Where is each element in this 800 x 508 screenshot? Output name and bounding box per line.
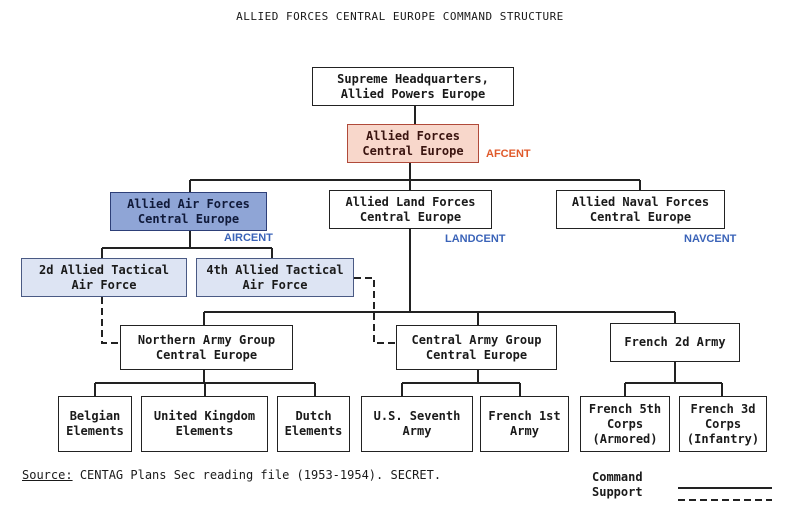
node-us-seventh-army-line-1: U.S. Seventh (373, 409, 461, 423)
node-belgian-elements-line-2: Elements (66, 424, 124, 438)
node-dutch-elements-line-1: Dutch (295, 409, 332, 423)
node-4th-tactical-air-force-line-2: Air Force (242, 277, 308, 292)
source-text: CENTAG Plans Sec reading file (1953-1954… (79, 468, 442, 482)
node-shape: Supreme Headquarters, Allied Powers Euro… (312, 67, 514, 106)
node-french-2d-army: French 2d Army (610, 323, 740, 362)
legend-command-label: Command (592, 470, 643, 484)
node-4th-tactical-air-force-line-1: 4th Allied Tactical (206, 262, 344, 277)
node-afcent-line-1: Allied Forces (366, 128, 460, 143)
node-land-forces: Allied Land Forces Central Europe (329, 190, 492, 229)
tag-aircent: AIRCENT (224, 232, 273, 244)
tag-navcent: NAVCENT (684, 233, 737, 245)
node-us-seventh-army: U.S. Seventh Army (361, 396, 473, 452)
node-land-forces-line-2: Central Europe (359, 209, 462, 224)
node-french-1st-army-line-1: French 1st (488, 409, 561, 423)
tag-landcent: LANDCENT (445, 233, 506, 245)
node-french-3d-corps-line-3: (Infantry) (686, 431, 760, 446)
node-air-forces-line-2: Central Europe (137, 211, 240, 226)
source-label: Source: (22, 468, 73, 482)
node-central-army-group-line-1: Central Army Group (411, 332, 542, 347)
node-central-army-group: Central Army Group Central Europe (396, 325, 557, 370)
node-french-3d-corps: French 3d Corps (Infantry) (679, 396, 767, 452)
node-belgian-elements: Belgian Elements (58, 396, 132, 452)
node-united-kingdom-elements-line-1: United Kingdom (153, 409, 256, 423)
node-dutch-elements-line-2: Elements (284, 424, 343, 438)
node-central-army-group-line-2: Central Europe (425, 347, 528, 362)
node-4th-tactical-air-force: 4th Allied Tactical Air Force (196, 258, 354, 297)
node-air-forces-line-1: Allied Air Forces (127, 196, 250, 211)
node-dutch-elements: Dutch Elements (277, 396, 350, 452)
node-french-5th-corps-line-2: Corps (606, 416, 644, 431)
node-northern-army-group-line-1: Northern Army Group (137, 332, 276, 347)
diagram-title: ALLIED FORCES CENTRAL EUROPE COMMAND STR… (236, 10, 564, 23)
node-united-kingdom-elements: United Kingdom Elements (141, 396, 268, 452)
node-united-kingdom-elements-line-2: Elements (175, 424, 234, 438)
source-note: Source: CENTAG Plans Sec reading file (1… (22, 468, 441, 482)
node-french-5th-corps-line-3: (Armored) (592, 431, 658, 446)
node-french-5th-corps-line-1: French 5th (588, 401, 662, 416)
node-land-forces-line-1: Allied Land Forces (345, 194, 476, 209)
node-french-5th-corps: French 5th Corps (Armored) (580, 396, 670, 452)
node-2d-tactical-air-force-line-2: Air Force (71, 277, 137, 292)
node-air-forces: Allied Air Forces Central Europe (110, 192, 267, 231)
node-naval-forces-line-1: Allied Naval Forces (571, 194, 710, 209)
node-french-3d-corps-line-1: French 3d (690, 401, 756, 416)
legend-support-label: Support (592, 485, 643, 499)
node-2d-tactical-air-force-line-1: 2d Allied Tactical (38, 262, 170, 277)
node-belgian-elements-line-1: Belgian (69, 409, 121, 423)
node-northern-army-group: Northern Army Group Central Europe (120, 325, 293, 370)
node-shape-line-1: Supreme Headquarters, (337, 71, 489, 86)
node-2d-tactical-air-force: 2d Allied Tactical Air Force (21, 258, 187, 297)
node-afcent: Allied Forces Central Europe (347, 124, 479, 163)
node-shape-line-2: Allied Powers Europe (340, 86, 486, 101)
node-french-1st-army: French 1st Army (480, 396, 569, 452)
node-french-1st-army-line-2: Army (510, 424, 539, 438)
node-naval-forces: Allied Naval Forces Central Europe (556, 190, 725, 229)
node-northern-army-group-line-2: Central Europe (155, 347, 258, 362)
tag-afcent: AFCENT (486, 148, 531, 160)
node-afcent-line-2: Central Europe (362, 143, 464, 158)
node-french-3d-corps-line-2: Corps (704, 416, 742, 431)
node-us-seventh-army-line-2: Army (402, 424, 432, 438)
node-french-2d-army-line-1: French 2d Army (624, 335, 726, 349)
node-naval-forces-line-2: Central Europe (589, 209, 692, 224)
